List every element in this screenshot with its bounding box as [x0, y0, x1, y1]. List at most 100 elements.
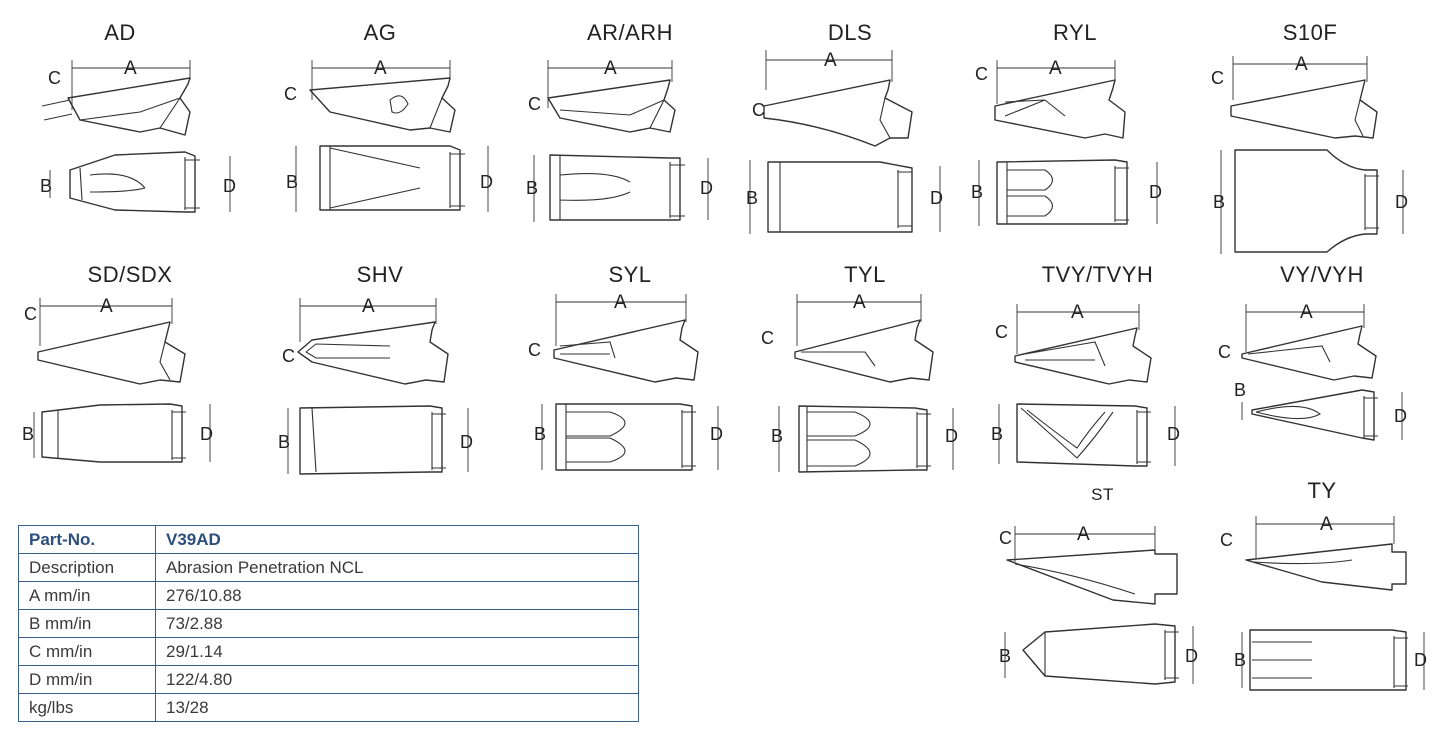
row-key: A mm/in	[18, 581, 156, 610]
diagram-vy-vyh: VY/VYH A C B D	[1212, 262, 1432, 452]
dimension-label-a: A	[614, 292, 627, 313]
diagram-sd-sdx: SD/SDX A C B D	[20, 262, 240, 472]
diagram-ag: AG A C B D	[270, 20, 493, 220]
dimension-label-a: A	[362, 296, 375, 317]
diagram-ryl: RYL A C B D	[965, 20, 1185, 230]
dimension-label-d: D	[1149, 182, 1162, 202]
dimension-label-c: C	[528, 340, 541, 360]
dimension-label-c: C	[975, 64, 988, 84]
dimension-label-b: B	[771, 426, 783, 446]
diagram-title: AD	[104, 20, 136, 45]
row-value: 122/4.80	[155, 665, 639, 694]
dimension-label-a: A	[374, 58, 387, 79]
dimension-label-b: B	[40, 176, 52, 196]
diagram-title: AG	[363, 20, 397, 45]
diagram-title: ST	[1091, 485, 1114, 504]
table-row: D mm/in 122/4.80	[18, 665, 639, 694]
row-key: kg/lbs	[18, 693, 156, 722]
diagram-st: ST A C B D	[995, 482, 1210, 692]
row-key: C mm/in	[18, 637, 156, 666]
dimension-label-d: D	[930, 188, 943, 208]
dimension-label-d: D	[1185, 646, 1198, 666]
table-row: kg/lbs 13/28	[18, 693, 639, 722]
diagram-title: DLS	[827, 20, 873, 45]
diagram-title: S10F	[1282, 20, 1338, 45]
dimension-label-c: C	[1218, 342, 1231, 362]
dimension-label-c: C	[995, 322, 1008, 342]
tooth-drawing: A C B D	[991, 302, 1180, 467]
dimension-label-d: D	[700, 178, 713, 198]
diagram-title: SHV	[356, 262, 404, 287]
table-row: Part-No. V39AD	[18, 525, 639, 554]
dimension-label-b: B	[286, 172, 298, 192]
tooth-drawing: A C B D	[40, 58, 236, 213]
diagram-syl: SYL A C B D	[520, 262, 740, 477]
diagram-title: VY/VYH	[1280, 262, 1364, 287]
diagram-shv: SHV A C B D	[270, 262, 490, 477]
diagram-title: TVY/TVYH	[1041, 262, 1154, 287]
spec-table: Part-No. V39AD Description Abrasion Pene…	[18, 525, 639, 722]
dimension-label-d: D	[200, 424, 213, 444]
diagram-title: TYL	[844, 262, 886, 287]
dimension-label-a: A	[1300, 302, 1313, 323]
dimension-label-c: C	[1220, 530, 1233, 550]
dimension-label-b: B	[971, 182, 983, 202]
dimension-label-b: B	[278, 432, 290, 452]
dimension-label-d: D	[1414, 650, 1427, 670]
tooth-drawing: A C B D	[1211, 54, 1408, 254]
dimension-label-d: D	[1394, 406, 1407, 426]
dimension-label-a: A	[1077, 524, 1090, 545]
diagram-tyl: TYL A C B D	[755, 262, 975, 477]
dimension-label-b: B	[22, 424, 34, 444]
tooth-drawing: A C B D	[284, 58, 493, 212]
dimension-label-c: C	[528, 94, 541, 114]
table-row: Description Abrasion Penetration NCL	[18, 553, 639, 582]
diagram-ty: TY A C B D	[1212, 478, 1432, 693]
dimension-label-a: A	[1071, 302, 1084, 323]
row-value: 13/28	[155, 693, 639, 722]
row-key: B mm/in	[18, 609, 156, 638]
dimension-label-b: B	[746, 188, 758, 208]
tooth-drawing: A C B D	[528, 292, 723, 471]
diagram-title: TY	[1307, 478, 1337, 503]
dimension-label-a: A	[853, 292, 866, 313]
diagram-dls: DLS A C B D	[740, 20, 960, 240]
table-row: B mm/in 73/2.88	[18, 609, 639, 638]
dimension-label-b: B	[534, 424, 546, 444]
diagram-ar-arh: AR/ARH A C B D	[520, 20, 740, 230]
dimension-label-c: C	[24, 304, 37, 324]
tooth-drawing: A C B D	[999, 524, 1198, 685]
dimension-label-a: A	[124, 58, 137, 79]
dimension-label-c: C	[1211, 68, 1224, 88]
dimension-label-b: B	[1234, 380, 1246, 400]
table-row: A mm/in 276/10.88	[18, 581, 639, 610]
dimension-label-c: C	[284, 84, 297, 104]
tooth-drawing: A C B D	[22, 296, 213, 463]
tooth-drawing: A C B D	[761, 292, 958, 473]
tooth-drawing: A C B D	[746, 50, 943, 234]
row-value: Abrasion Penetration NCL	[155, 553, 639, 582]
dimension-label-b: B	[991, 424, 1003, 444]
row-value: 29/1.14	[155, 637, 639, 666]
dimension-label-c: C	[752, 100, 765, 120]
dimension-label-c: C	[999, 528, 1012, 548]
dimension-label-a: A	[824, 50, 837, 71]
dimension-label-a: A	[1049, 58, 1062, 79]
diagram-ad: AD A C B D	[20, 20, 236, 220]
row-key: Part-No.	[18, 525, 156, 554]
table-row: C mm/in 29/1.14	[18, 637, 639, 666]
diagram-title: SD/SDX	[87, 262, 173, 287]
dimension-label-c: C	[761, 328, 774, 348]
dimension-label-b: B	[526, 178, 538, 198]
dimension-label-a: A	[1295, 54, 1308, 75]
dimension-label-d: D	[945, 426, 958, 446]
diagram-title: RYL	[1053, 20, 1097, 45]
tooth-drawing: A C B D	[1220, 514, 1427, 691]
dimension-label-c: C	[48, 68, 61, 88]
dimension-label-c: C	[282, 346, 295, 366]
dimension-label-b: B	[999, 646, 1011, 666]
dimension-label-d: D	[480, 172, 493, 192]
row-value: 73/2.88	[155, 609, 639, 638]
diagram-tvy-tvyh: TVY/TVYH A C B D	[985, 262, 1210, 477]
diagram-s10f: S10F A C B D	[1195, 20, 1425, 260]
